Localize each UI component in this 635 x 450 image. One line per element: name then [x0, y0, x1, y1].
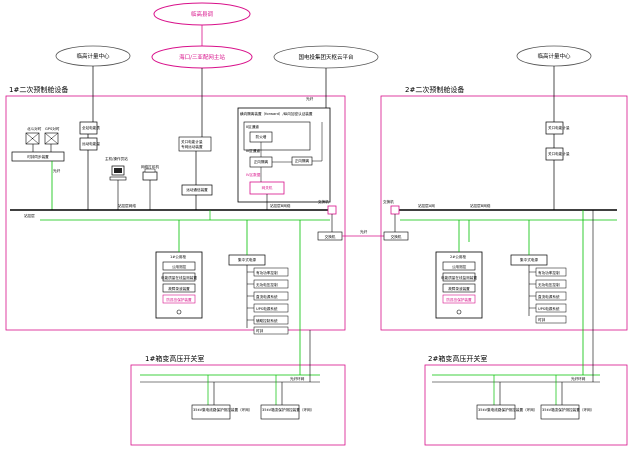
- zone4-label: IV区数据: [246, 172, 261, 177]
- collector-label-2: 专网远动装置: [181, 144, 203, 149]
- keyboard-icon: [109, 176, 127, 181]
- switch-pink-1: [327, 205, 337, 215]
- zone3-label: III区通道: [246, 148, 260, 153]
- hv2-dev1-label: 35kV集电线路保护测控装置（环网）: [478, 407, 537, 412]
- panel2-bus-left: 站控层A网: [418, 203, 435, 208]
- firewall-label: 防火墙: [256, 134, 267, 139]
- meter-right-label-2: 关口电能计量: [548, 151, 570, 156]
- iso-label: 正向隔离: [254, 159, 269, 164]
- group1-item-2: 直流电源系统: [256, 294, 278, 299]
- terminal-label: 主机/操作员站: [105, 156, 128, 161]
- group2-item-3: UPS电源系统: [538, 306, 560, 311]
- haikou-label: 海口/三亚配网主站: [179, 53, 225, 61]
- group1-item-5: 时钟: [256, 328, 264, 333]
- group1-item-3: UPS电源系统: [256, 306, 278, 311]
- switch-pink-2: [390, 205, 400, 215]
- bus-left-label: 站控层: [24, 213, 35, 218]
- hv1-dev2: [260, 404, 300, 420]
- cabinet1-item-0-label: 公用测控: [172, 264, 187, 269]
- cabinet1-item-2: [162, 283, 196, 293]
- collector-box: [178, 136, 212, 152]
- group1-item-1: 无功电压控制: [256, 282, 278, 287]
- zone2-label: II区通道: [246, 124, 259, 129]
- group2-item-2: 直流电源系统: [538, 294, 560, 299]
- group2-item-0: 有功功率控制: [538, 270, 560, 275]
- cloud-label: 国电投集团天枢云平台: [298, 53, 354, 61]
- meter-label-1: 光纤: [53, 168, 61, 173]
- gps2-label: GPS对时: [45, 126, 60, 131]
- meter-left-box-1: [79, 121, 98, 135]
- meter-left-label-1: 全站电能表: [82, 125, 100, 130]
- cabinet1-item-3: [162, 294, 196, 304]
- hv2-title: 2#箱变高压开关室: [428, 354, 487, 363]
- hv1-label: 光纤环网: [290, 376, 305, 381]
- cabinet1-item-2-label: 故障录波装置: [168, 286, 190, 291]
- fiber-label: 光纤: [306, 96, 314, 101]
- cabinet1-item-1: [162, 272, 196, 282]
- hv1-frame: [130, 364, 346, 446]
- hv2-dev1: [476, 404, 516, 420]
- hv1-dev2-label: 35kV箱变保护测控装置（环网）: [262, 407, 314, 412]
- time-sync-box: [11, 151, 65, 162]
- panel2-switch-label: 交换机: [383, 199, 394, 204]
- panel2-bus-right: 站控层B网络: [470, 203, 491, 208]
- meter-right-label-1: 关口电能计量: [548, 125, 570, 130]
- collector-label-1: 关口电能计量: [181, 139, 203, 144]
- bus-right-label: 站控层B网络: [270, 203, 291, 208]
- hv2-dev2-label: 35kV箱变保护测控装置（环网）: [542, 407, 594, 412]
- group1-item-4: 辅助控制系统: [256, 318, 278, 323]
- switch2-label: 交换机: [325, 234, 336, 239]
- hv1-dev1-label: 35kV集电线路保护测控装置（环网）: [193, 407, 252, 412]
- panel1-frame: [5, 95, 346, 331]
- hv2-dev2: [540, 404, 580, 420]
- meter-right-box-1: [545, 121, 564, 135]
- cabinet2-item-2: 故障录波装置: [448, 286, 470, 291]
- group1-items: 有功功率控制 无功电压控制 直流电源系统 UPS电源系统 辅助控制系统 时钟: [247, 267, 289, 335]
- panel2-title: 2#二次预制舱设备: [405, 85, 464, 94]
- group2-item-4: 时钟: [538, 317, 546, 322]
- panel1-title: 1#二次预制舱设备: [9, 85, 68, 94]
- hv1-dev1: [191, 404, 231, 420]
- cross-label: 光纤: [360, 229, 368, 234]
- security-zone-label: 横向隔离装置（forward）/纵向加密认证装置: [240, 111, 313, 116]
- group1-title: 集中式电源: [238, 257, 256, 262]
- metering-left-label: 临高计量中心: [76, 52, 110, 60]
- time-sync-label: 时钟同步装置: [27, 154, 49, 159]
- hv2-frame: [424, 364, 628, 446]
- switch-box-2: [383, 231, 409, 241]
- gps1-label: 北斗对时: [27, 126, 42, 131]
- gateway-box: [181, 184, 213, 196]
- group2-items: 有功功率控制 无功电压控制 直流电源系统 UPS电源系统 时钟: [529, 267, 567, 324]
- dispatch-label: 临高县调: [191, 10, 214, 18]
- cabinet1-item-0: [162, 261, 196, 271]
- gateway-label: 远动通信装置: [186, 187, 208, 192]
- panel2-switch-box-label: 交换机: [391, 234, 402, 239]
- group2-title: 集中式电源: [520, 257, 538, 262]
- meter-right-box-2: [545, 147, 564, 161]
- cabinet2-item-0: 公用测控: [452, 264, 467, 269]
- meter-left-box-2: [79, 137, 98, 151]
- cabinet1-item-1-label: 电能质量在线监测装置: [161, 275, 197, 280]
- switch1-label: 交换机: [318, 199, 329, 204]
- metering-right-label: 临高计量中心: [537, 52, 571, 60]
- hv2-label: 光纤环网: [571, 376, 586, 381]
- iso-right-label: 正向隔离: [295, 158, 310, 163]
- cabinet1-title: 1#公用柜: [170, 254, 186, 259]
- printer-label: 网络打印机: [141, 164, 159, 169]
- bus-center-label: 站控层网络: [118, 203, 136, 208]
- cabinet2-item-1: 电能质量在线监测装置: [441, 275, 477, 280]
- group1-item-0: 有功功率控制: [256, 270, 278, 275]
- panel2-frame: [380, 95, 628, 331]
- cabinet2-item-3: 防孤岛保护装置: [446, 297, 472, 302]
- cabinet1-item-3-label: 防孤岛保护装置: [166, 297, 192, 302]
- printer-icon: [142, 171, 158, 181]
- meter-left-label-2: 远动电能量: [82, 141, 100, 146]
- hv1-title: 1#箱变高压开关室: [145, 354, 204, 363]
- gateway-pink-label: 网关机: [262, 185, 273, 190]
- cabinet2-title: 2#公用柜: [450, 254, 466, 259]
- group2-item-1: 无功电压控制: [538, 282, 560, 287]
